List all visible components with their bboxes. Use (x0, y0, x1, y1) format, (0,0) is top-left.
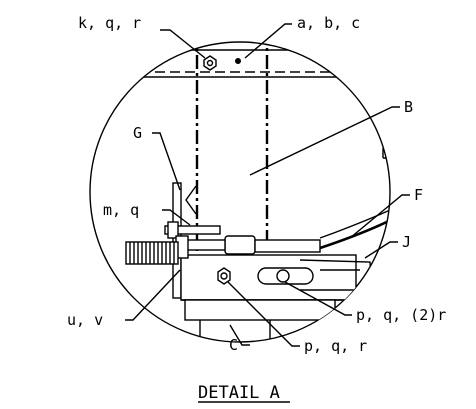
label-abc: a, b, c (297, 14, 360, 32)
label-F: F (414, 186, 423, 204)
top-bolt-dot (235, 58, 241, 64)
label-pqr: p, q, r (304, 337, 367, 355)
threaded-rod (125, 241, 179, 265)
label-J: J (402, 233, 411, 251)
detail-title: DETAIL A (198, 383, 280, 403)
label-uv: u, v (67, 311, 103, 329)
leader-lines (125, 23, 410, 347)
label-B: B (404, 98, 413, 116)
top-nut (203, 55, 217, 71)
label-mq: m, q (103, 201, 139, 219)
label-pq2r: p, q, (2)r (356, 306, 446, 324)
rod-threads (129, 242, 175, 264)
label-C: C (229, 336, 238, 354)
label-kqr: k, q, r (78, 14, 141, 32)
label-G: G (133, 124, 142, 142)
assembly-geometry (90, 42, 390, 342)
top-nut-hole (206, 59, 214, 67)
